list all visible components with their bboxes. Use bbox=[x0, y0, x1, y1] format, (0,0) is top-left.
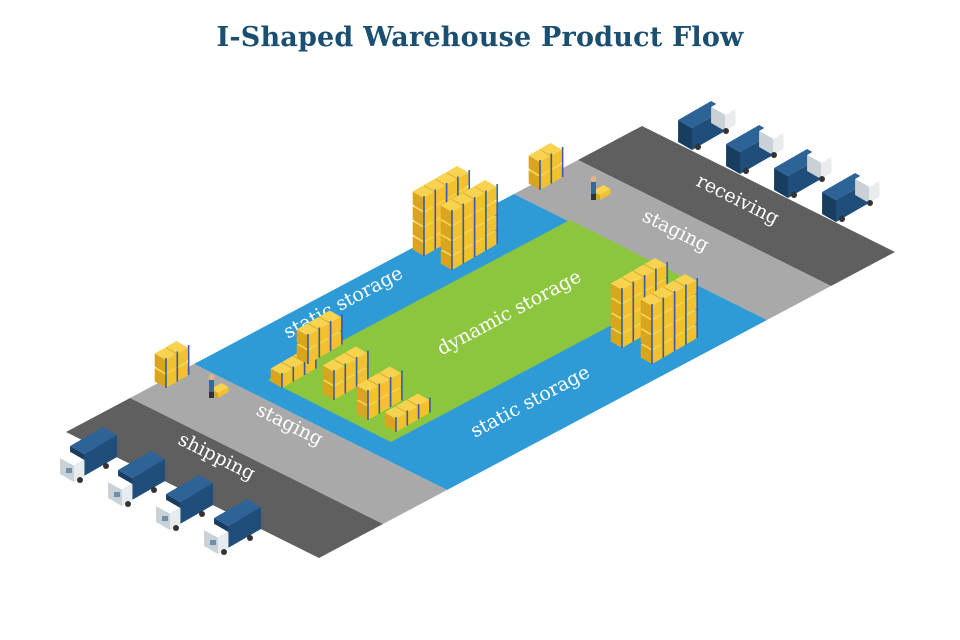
truck-icon bbox=[60, 427, 118, 483]
shipping-trucks bbox=[60, 427, 262, 555]
rack-dynamic-4 bbox=[356, 366, 403, 420]
rack-corner-small bbox=[528, 143, 564, 190]
pallet-racks bbox=[154, 143, 699, 432]
truck-icon bbox=[822, 173, 880, 222]
truck-icon bbox=[774, 149, 832, 198]
worker-shipping bbox=[208, 374, 229, 398]
truck-icon bbox=[678, 101, 736, 150]
truck-icon bbox=[108, 451, 166, 507]
workers bbox=[208, 176, 611, 398]
rack-dynamic-3 bbox=[322, 346, 369, 400]
rack-back-right bbox=[440, 180, 499, 270]
diagram-title: I-Shaped Warehouse Product Flow bbox=[216, 22, 744, 53]
truck-icon bbox=[156, 475, 214, 531]
truck-icon bbox=[204, 499, 262, 555]
rack-staging-stack bbox=[154, 341, 190, 388]
receiving-trucks bbox=[678, 101, 880, 222]
rack-dynamic-2 bbox=[296, 310, 343, 364]
receiving-dock-zone bbox=[578, 126, 895, 286]
shipping-dock-zone bbox=[66, 398, 383, 558]
rack-right-right bbox=[640, 274, 699, 364]
truck-icon bbox=[726, 125, 784, 174]
rack-dynamic-5 bbox=[384, 393, 431, 432]
shipping-staging-zone bbox=[130, 364, 447, 524]
worker-receiving bbox=[590, 176, 611, 200]
